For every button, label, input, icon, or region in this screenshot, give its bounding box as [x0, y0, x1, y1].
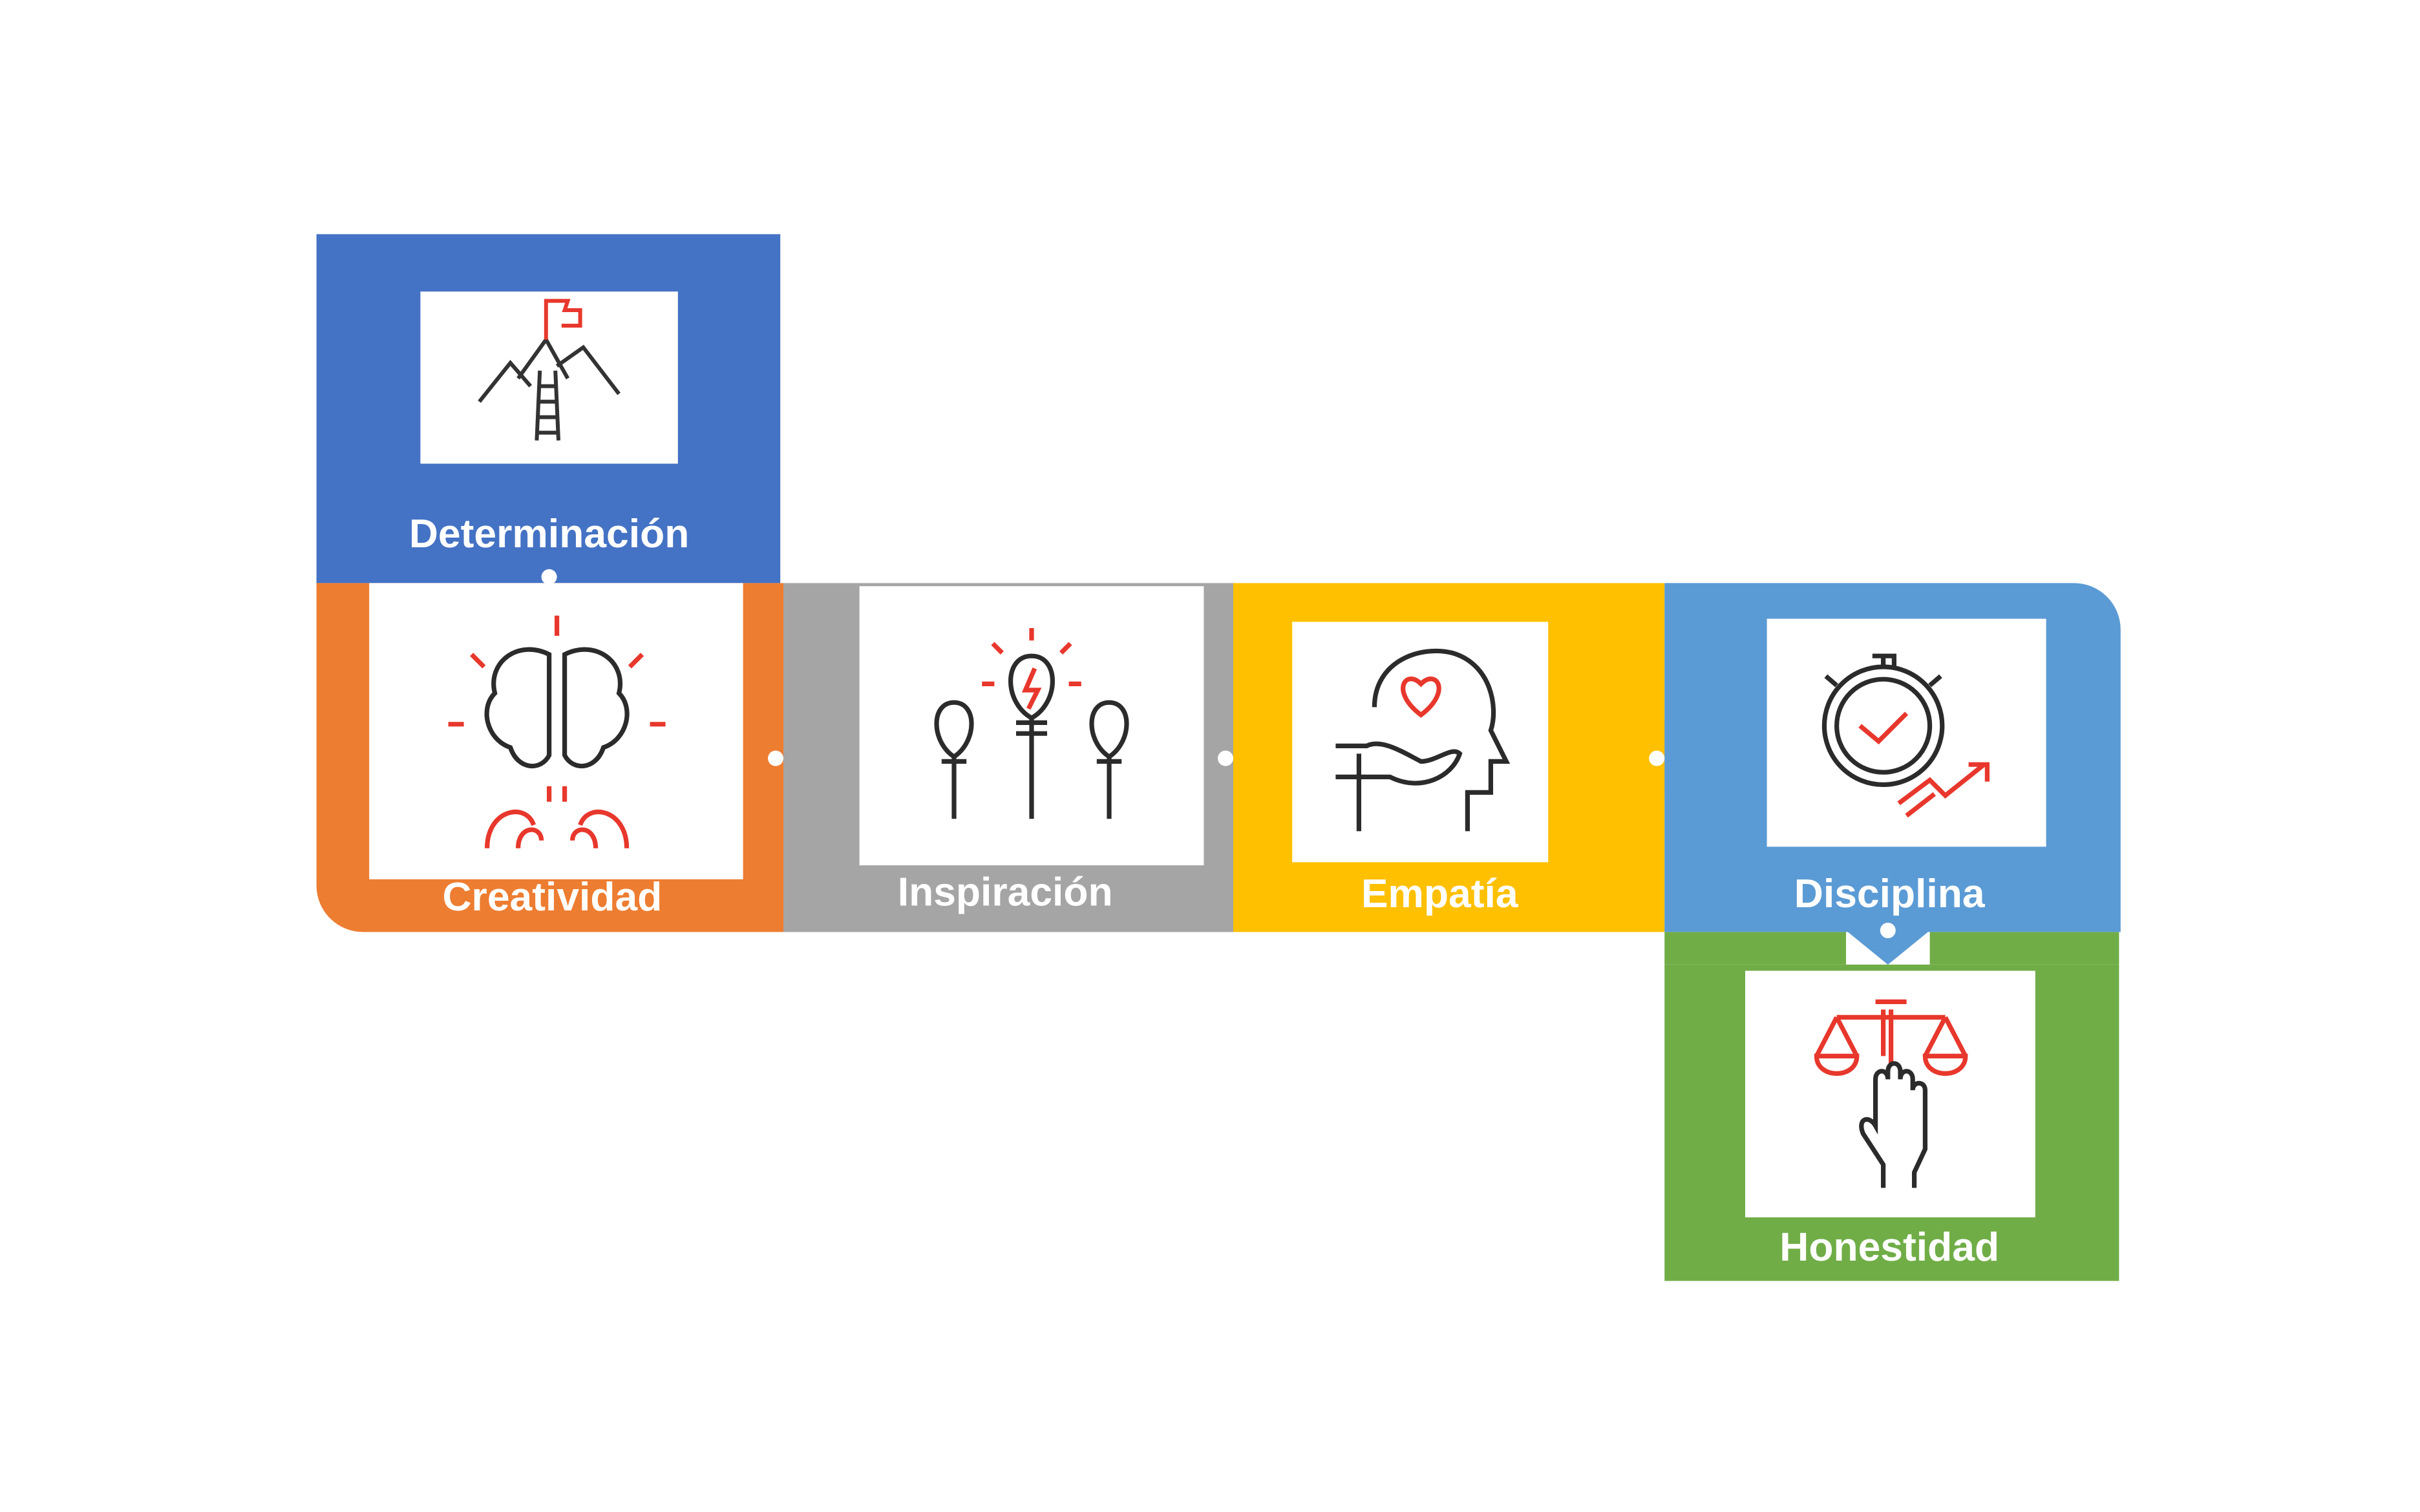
step-label: Empatía	[1361, 870, 1518, 917]
brain-icon	[369, 583, 743, 879]
step-label: Disciplina	[1794, 870, 1985, 917]
connector-dot	[541, 569, 557, 585]
step-label: Inspiración	[897, 868, 1113, 915]
step-label: Determinación	[409, 510, 690, 557]
lightbulbs-icon	[859, 586, 1204, 866]
honestidad-top-strip	[1929, 932, 2119, 965]
connector-dot	[1649, 750, 1665, 766]
connector-dot	[1880, 923, 1896, 938]
mountain-flag-icon	[420, 291, 678, 464]
step-label: Honestidad	[1779, 1223, 2000, 1270]
connector-dot	[768, 750, 783, 766]
stopwatch-icon	[1767, 618, 2046, 847]
step-label: Creatividad	[442, 873, 663, 920]
honestidad-top-strip	[1664, 932, 1846, 965]
head-heart-hand-icon	[1292, 622, 1549, 863]
connector-dot	[1218, 750, 1234, 766]
scales-hand-icon	[1745, 971, 2035, 1218]
